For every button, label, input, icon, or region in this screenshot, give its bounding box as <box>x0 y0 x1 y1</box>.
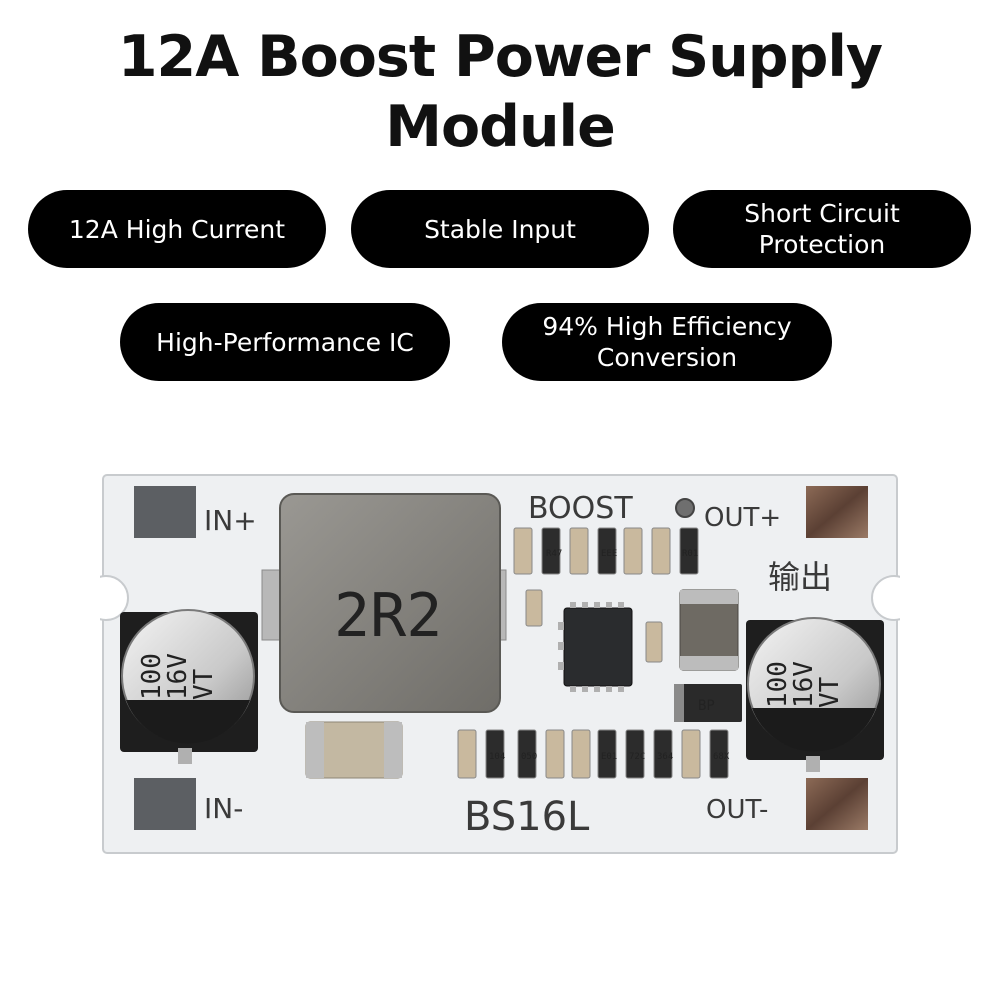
feature-pill-efficiency: 94% High Efficiency Conversion <box>502 303 832 381</box>
cap-right-polarity-band <box>752 708 876 752</box>
inductor <box>279 493 501 713</box>
tantalum-cap-anode <box>680 656 738 670</box>
page-title-line-2: Module <box>385 94 615 160</box>
page-title-line-1: 12A Boost Power Supply <box>117 24 883 90</box>
top-smd-row <box>513 527 699 663</box>
diode-marking: BP <box>698 698 715 714</box>
resistor-marking-top-2: EEE <box>601 549 617 559</box>
cap-left-marking-line-2: 16V <box>163 653 193 700</box>
mounting-notch-left <box>100 575 129 621</box>
feature-pill-stable-input: Stable Input <box>351 190 649 268</box>
feature-pill-short-circuit: Short Circuit Protection <box>673 190 971 268</box>
pad-out-plus <box>806 486 868 538</box>
resistor-marking-bottom-3: E01 <box>601 752 617 762</box>
resistor-marking-bottom-2: 050 <box>521 752 537 762</box>
pad-out-minus <box>806 778 868 830</box>
cap-right-marking-line-3: VT <box>815 676 845 708</box>
feature-pill-label: 94% High Efficiency <box>542 312 792 341</box>
ic-chip <box>563 607 633 687</box>
inductor-marking: 2R2 <box>334 581 442 651</box>
resistor-marking-top-3: R01 <box>682 549 698 559</box>
feature-pill-high-current: 12A High Current <box>28 190 326 268</box>
silk-model: BS16L <box>464 794 590 840</box>
resistor-marking-bottom-1: 104 <box>489 752 505 762</box>
silk-boost: BOOST <box>528 491 633 526</box>
cap-left-polarity-band <box>126 700 250 744</box>
pcb-board-svg: IN+ IN- OUT+ OUT- BOOST 输出 BS16L 2R2 100… <box>100 474 900 854</box>
feature-pill-label: 12A High Current <box>68 214 286 244</box>
resistor-marking-top-1: R47 <box>546 549 562 559</box>
cap-left-marking-line-3: VT <box>189 668 219 700</box>
ceramic-cap-bottom-end-right <box>384 722 402 778</box>
cap-right-marking-line-2: 16V <box>789 661 819 708</box>
feature-pill-label: Protection <box>758 230 886 259</box>
resistor-marking-bottom-6: 68X <box>713 752 730 762</box>
ceramic-cap-bottom-end-left <box>306 722 324 778</box>
ic-pins <box>558 602 624 692</box>
feature-pill-high-performance-ic: High-Performance IC <box>120 303 450 381</box>
silk-in-plus: IN+ <box>204 504 257 537</box>
cap-right-marking: 100 16V VT <box>763 661 845 708</box>
bottom-smd-row <box>457 729 729 779</box>
feature-pill-label: Conversion <box>596 343 738 372</box>
page-title: 12A Boost Power Supply Module <box>0 22 1000 162</box>
mounting-notch-right <box>871 575 900 621</box>
resistor-marking-bottom-5: 364 <box>657 752 673 762</box>
silk-output-cn: 输出 <box>768 558 832 596</box>
feature-pill-label: Stable Input <box>424 214 576 244</box>
resistor-marking-bottom-4: 72C <box>629 752 645 762</box>
cap-left-marking: 100 16V VT <box>137 653 219 700</box>
diode <box>674 684 742 722</box>
cap-left-lead <box>178 748 192 764</box>
cap-left-marking-line-1: 100 <box>137 653 167 700</box>
cap-right-lead <box>806 756 820 772</box>
silk-out-plus: OUT+ <box>704 503 781 533</box>
feature-pill-label: Short Circuit <box>744 199 900 228</box>
via-hole <box>675 498 695 518</box>
silk-in-minus: IN- <box>204 792 243 825</box>
feature-pill-label: High-Performance IC <box>156 327 414 357</box>
cap-right-marking-line-1: 100 <box>763 661 793 708</box>
pad-in-minus <box>134 778 196 830</box>
tantalum-cap-cathode <box>680 590 738 604</box>
pad-in-plus <box>134 486 196 538</box>
pcb-board-photo: IN+ IN- OUT+ OUT- BOOST 输出 BS16L 2R2 100… <box>100 472 900 856</box>
silk-out-minus: OUT- <box>706 795 768 825</box>
diode-cathode-band <box>674 684 684 722</box>
